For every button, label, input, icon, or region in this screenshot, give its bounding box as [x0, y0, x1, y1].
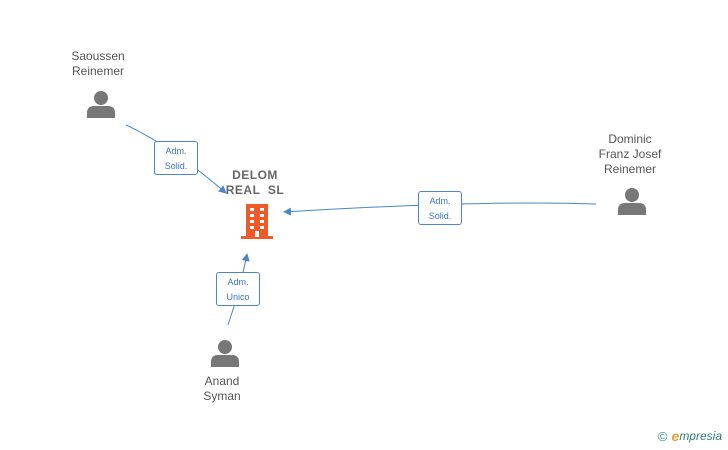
brand-footer: © e mpresia: [658, 428, 722, 444]
person-name-line: Syman: [203, 389, 241, 403]
company-name: DELOM REAL SL: [205, 168, 305, 198]
building-icon[interactable]: [240, 203, 274, 239]
person-name-line: Franz Josef: [598, 147, 662, 161]
company-name-line: REAL SL: [225, 183, 285, 197]
person-name-anand: Anand Syman: [172, 374, 272, 404]
person-name-line: Dominic: [608, 132, 652, 146]
role-badge-line: Adm.: [227, 277, 249, 287]
role-badge-dominic[interactable]: Adm. Solid.: [418, 191, 462, 225]
person-icon[interactable]: [86, 89, 116, 119]
role-badge-line: Solid.: [428, 211, 452, 221]
role-badge-anand[interactable]: Adm. Unico: [216, 272, 260, 306]
person-icon[interactable]: [617, 186, 647, 216]
role-badge-line: Solid.: [164, 161, 188, 171]
role-badge-line: Adm.: [165, 146, 187, 156]
brand-logo-text: mpresia: [679, 429, 722, 443]
role-badge-line: Adm.: [429, 196, 451, 206]
person-name-dominic: Dominic Franz Josef Reinemer: [575, 132, 685, 177]
role-badge-saoussen[interactable]: Adm. Solid.: [154, 141, 198, 175]
person-name-line: Saoussen: [71, 49, 125, 63]
person-name-line: Anand: [204, 374, 240, 388]
person-name-line: Reinemer: [71, 64, 125, 78]
copyright-icon: ©: [657, 428, 668, 444]
person-name-line: Reinemer: [603, 162, 657, 176]
brand-logo-initial: e: [671, 428, 680, 444]
company-name-line: DELOM: [232, 168, 278, 182]
role-badge-line: Unico: [226, 292, 250, 302]
person-icon[interactable]: [210, 338, 240, 368]
person-name-saoussen: Saoussen Reinemer: [48, 49, 148, 79]
